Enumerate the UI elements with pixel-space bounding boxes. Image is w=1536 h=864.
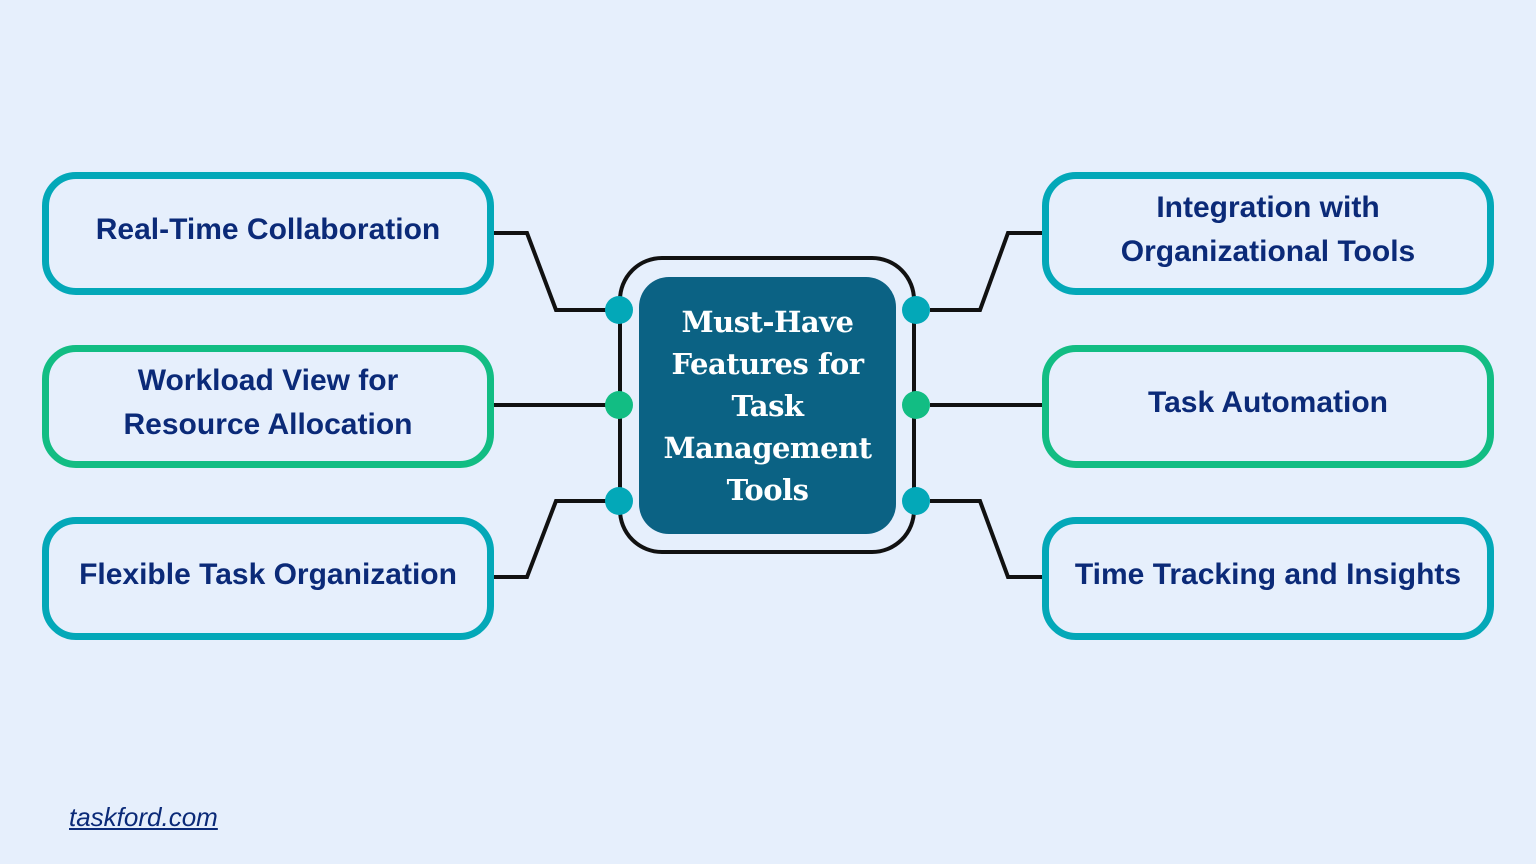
connector-right-top: [930, 231, 1042, 312]
connector-right-bottom: [930, 499, 1042, 579]
branch-integration: Integration with Organizational Tools: [1042, 172, 1494, 295]
branch-task-automation: Task Automation: [1042, 345, 1494, 468]
connector-left-bottom: [494, 499, 606, 579]
connector-dot-right-middle: [902, 391, 930, 419]
connector-dot-left-top: [605, 296, 633, 324]
branch-label: Real-Time Collaboration: [95, 212, 441, 246]
branch-real-time-collaboration: Real-Time Collaboration: [42, 172, 494, 295]
branch-label: Workload View for Resource Allocation: [123, 363, 413, 441]
website-link[interactable]: taskford.com: [69, 802, 218, 832]
branch-time-tracking: Time Tracking and Insights: [1042, 517, 1494, 640]
connector-dot-right-bottom: [902, 487, 930, 515]
branch-label: Flexible Task Organization: [79, 557, 457, 591]
connector-left-top: [494, 231, 606, 312]
branch-label: Task Automation: [1147, 385, 1388, 419]
branch-flexible-task-organization: Flexible Task Organization: [42, 517, 494, 640]
connector-dot-left-bottom: [605, 487, 633, 515]
branch-label: Time Tracking and Insights: [1074, 557, 1462, 591]
central-topic: Must-Have Features for Task Management T…: [639, 277, 896, 534]
branch-label: Integration with Organizational Tools: [1120, 190, 1416, 268]
branch-workload-view: Workload View for Resource Allocation: [42, 345, 494, 468]
connector-dot-left-middle: [605, 391, 633, 419]
central-topic-label: Must-Have Features for Task Management T…: [663, 304, 872, 507]
connector-dot-right-top: [902, 296, 930, 324]
